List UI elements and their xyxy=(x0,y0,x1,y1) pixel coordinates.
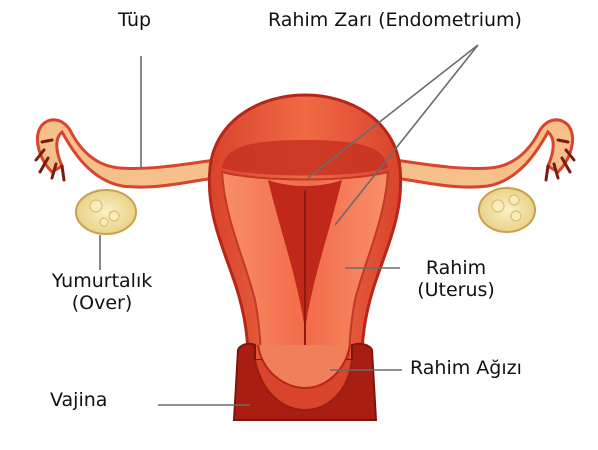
label-rahim-line1: Rahim xyxy=(398,258,514,280)
label-rahim: Rahim (Uterus) xyxy=(398,258,514,302)
label-rahim-agizi: Rahim Ağızı xyxy=(410,358,522,380)
label-yumurtalik-line1: Yumurtalık xyxy=(33,271,171,293)
label-yumurtalik: Yumurtalık (Over) xyxy=(33,271,171,315)
label-tup: Tüp xyxy=(118,10,151,32)
label-endometrium: Rahim Zarı (Endometrium) xyxy=(268,10,522,32)
endometrium-band xyxy=(222,140,388,176)
label-vajina: Vajina xyxy=(50,390,107,412)
label-rahim-line2: (Uterus) xyxy=(398,280,514,302)
label-yumurtalik-line2: (Over) xyxy=(33,293,171,315)
left-ovary xyxy=(76,190,136,234)
right-ovary xyxy=(479,188,535,232)
